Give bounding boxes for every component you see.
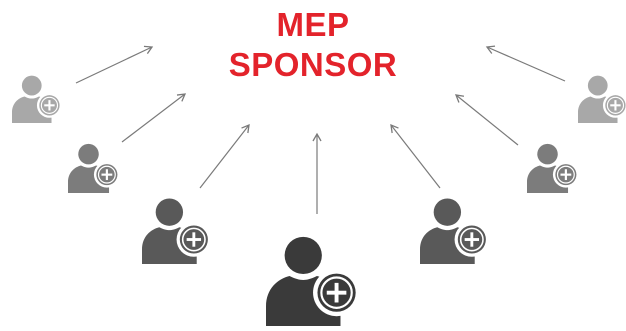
title-line-1: MEP (276, 6, 350, 43)
person-add-icon (578, 75, 626, 123)
person-add-icon (527, 143, 580, 193)
page-title: MEP SPONSOR (213, 5, 413, 85)
person-add-icon (142, 197, 212, 264)
arrow-right-3 (485, 45, 566, 82)
arrow-right-2 (454, 94, 519, 146)
person-add-icon (266, 235, 362, 326)
arrow-right-1 (390, 123, 441, 189)
arrow-left-3 (75, 45, 154, 84)
arrow-left-1 (199, 123, 250, 189)
arrows (75, 45, 566, 214)
person-add-icon (68, 143, 121, 193)
person-add-icon (12, 75, 63, 123)
title-line-2: SPONSOR (228, 46, 398, 83)
person-add-icon (420, 197, 490, 264)
arrow-left-2 (121, 93, 187, 143)
